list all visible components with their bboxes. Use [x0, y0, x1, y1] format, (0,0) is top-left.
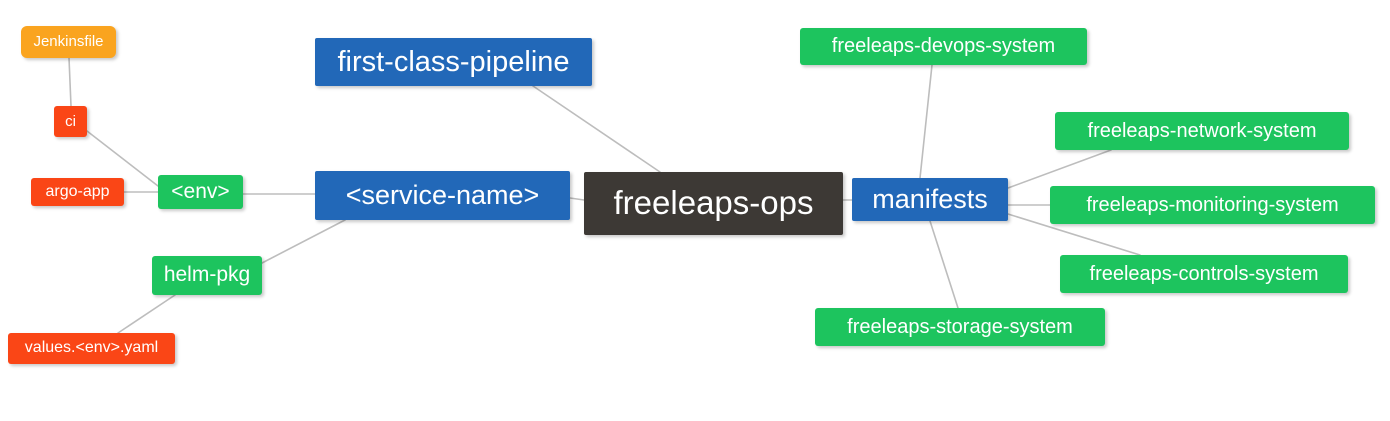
edge-helm-pkg-to-service-name [261, 219, 346, 264]
edge-first-class-pipeline-to-freeleaps-ops [532, 85, 661, 173]
mindmap-node-manifests[interactable]: manifests [852, 178, 1008, 221]
edge-manifests-to-freeleaps-storage-system [929, 220, 959, 309]
mindmap-node-first-class-pipeline[interactable]: first-class-pipeline [315, 38, 592, 86]
mindmap-node-freeleaps-devops-system[interactable]: freeleaps-devops-system [800, 28, 1087, 65]
mindmap-node-ci[interactable]: ci [54, 106, 87, 137]
mindmap-node-freeleaps-controls-system[interactable]: freeleaps-controls-system [1060, 255, 1348, 293]
mindmap-node-env[interactable]: <env> [158, 175, 243, 209]
mindmap-node-argo-app[interactable]: argo-app [31, 178, 124, 206]
edge-values-env-yaml-to-helm-pkg [117, 294, 176, 334]
mindmap-node-jenkinsfile[interactable]: Jenkinsfile [21, 26, 116, 58]
edge-manifests-to-freeleaps-network-system [1007, 149, 1112, 189]
mindmap-node-helm-pkg[interactable]: helm-pkg [152, 256, 262, 295]
edge-manifests-to-freeleaps-devops-system [919, 64, 933, 179]
edge-service-name-to-freeleaps-ops [569, 197, 585, 201]
mindmap-node-service-name[interactable]: <service-name> [315, 171, 570, 220]
mindmap-node-freeleaps-ops[interactable]: freeleaps-ops [584, 172, 843, 235]
mindmap-node-freeleaps-network-system[interactable]: freeleaps-network-system [1055, 112, 1349, 150]
mindmap-node-values-env-yaml[interactable]: values.<env>.yaml [8, 333, 175, 364]
mindmap-node-freeleaps-storage-system[interactable]: freeleaps-storage-system [815, 308, 1105, 346]
edge-jenkinsfile-to-ci [68, 57, 72, 107]
mindmap-node-freeleaps-monitoring-system[interactable]: freeleaps-monitoring-system [1050, 186, 1375, 224]
